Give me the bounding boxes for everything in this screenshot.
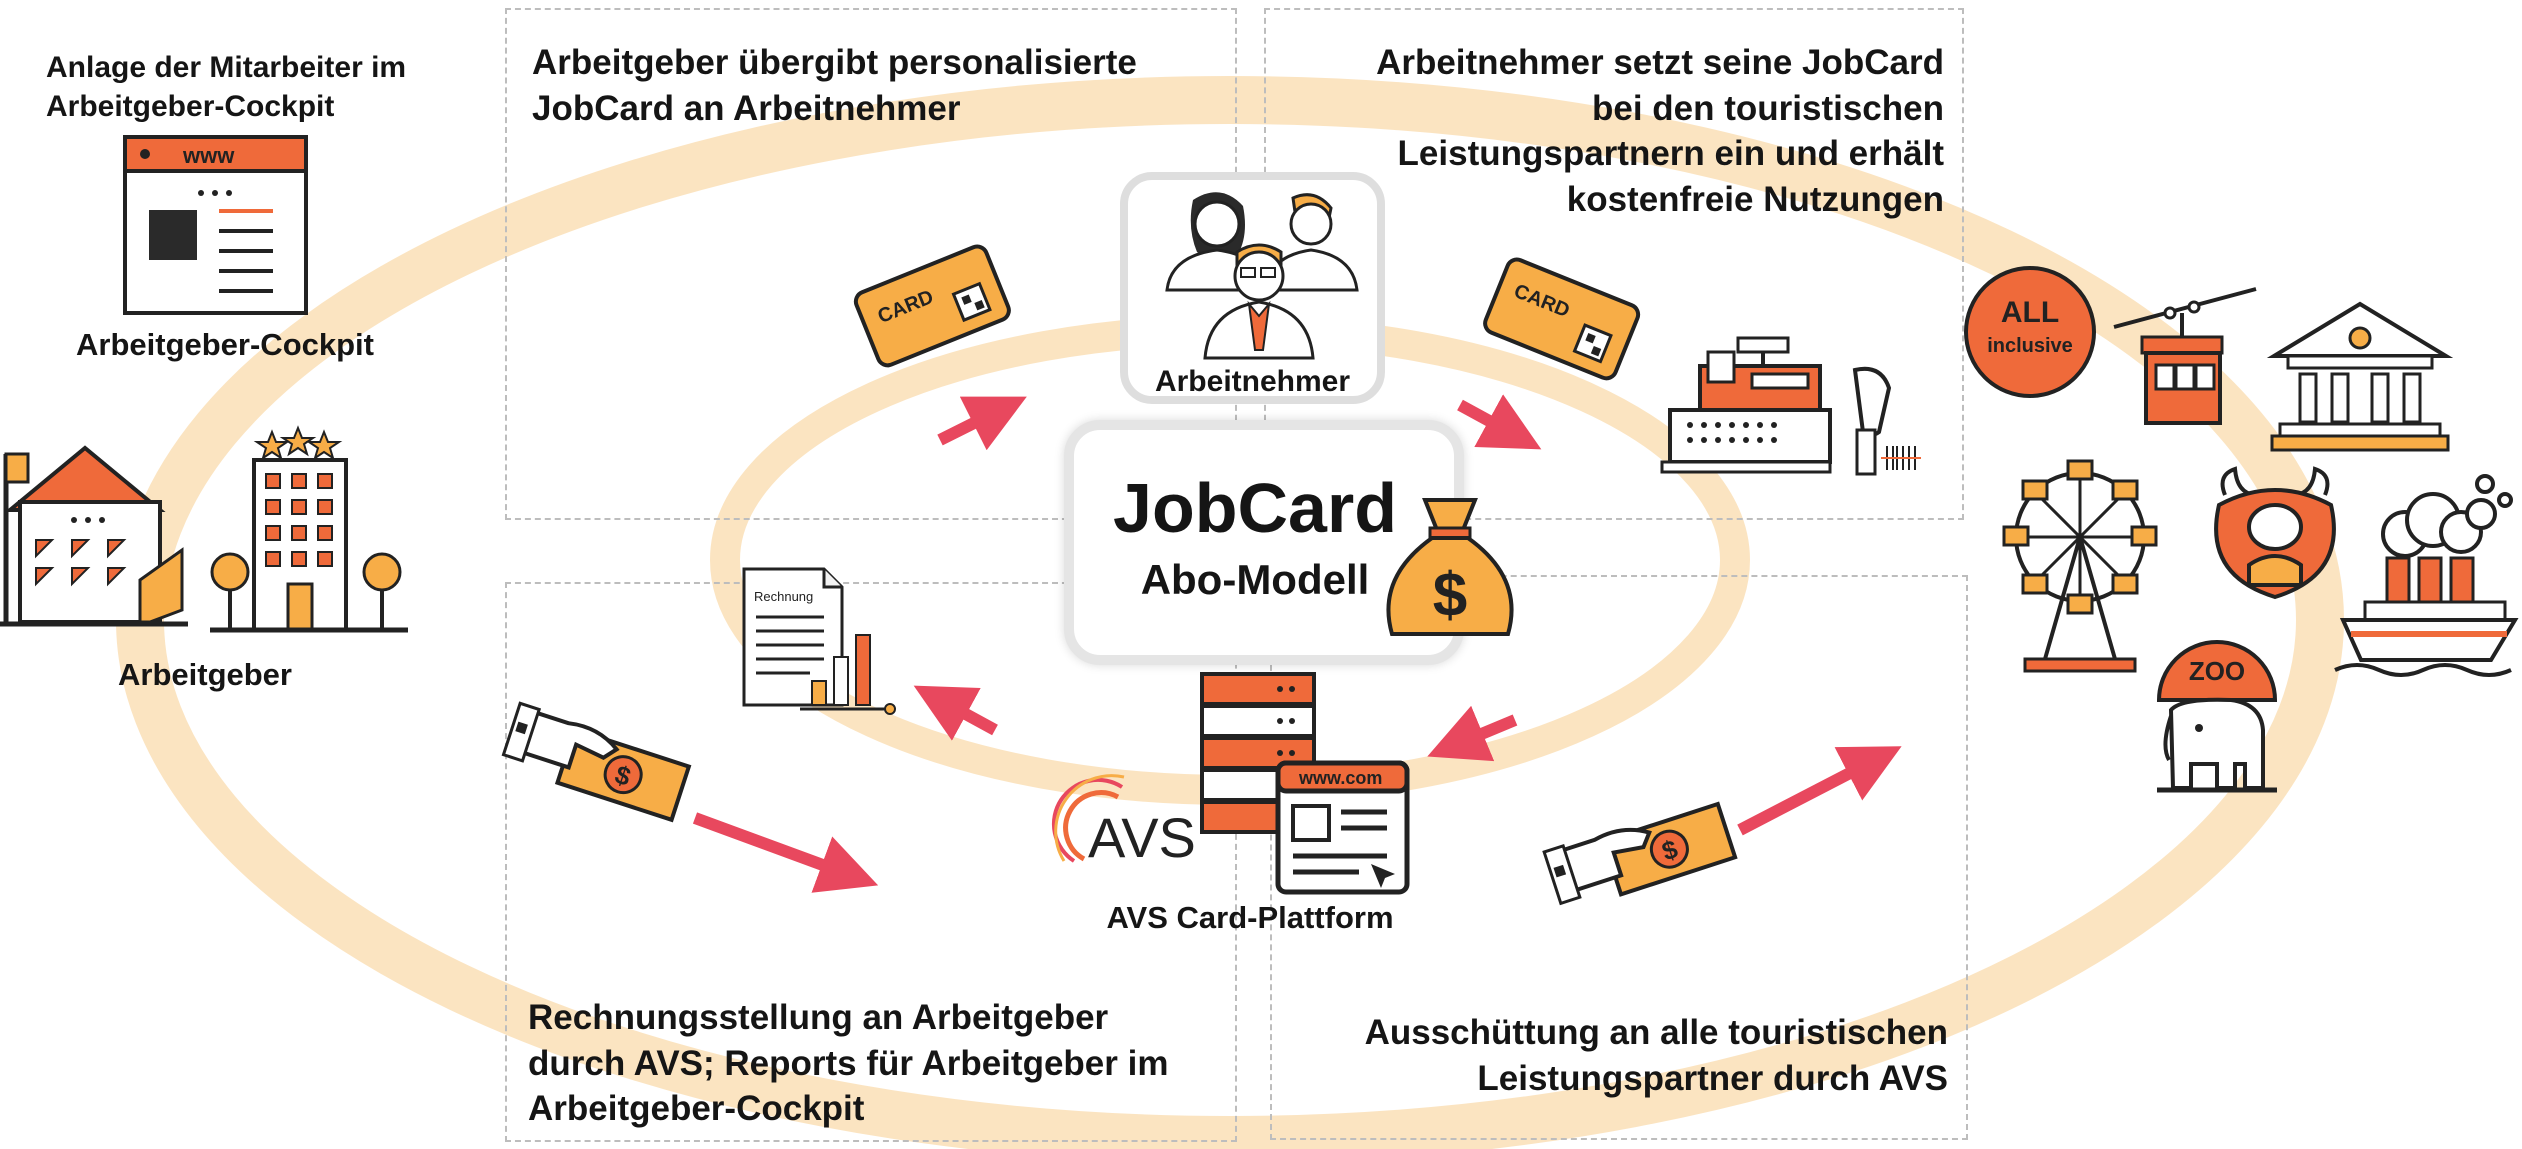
panel-bottom-left-text: Rechnungsstellung an Arbeitgeber durch A… [528, 998, 1169, 1128]
arrow-platform-to-invoice [913, 685, 998, 741]
museum-icon [2266, 301, 2454, 452]
barcode-scanner-icon [1852, 366, 1921, 476]
panel-bottom-left [505, 582, 1237, 1142]
svg-text:$: $ [1433, 561, 1467, 630]
cockpit-label: Arbeitgeber-Cockpit [76, 327, 374, 362]
avs-logo: AVS [1051, 774, 1196, 869]
svg-text:ZOO: ZOO [2189, 656, 2245, 686]
job-card-icon: CARD [1483, 257, 1641, 381]
employees-group-icon [1165, 192, 1359, 360]
panel-bottom-right-text: Ausschüttung an alle touristischen Leist… [1364, 1013, 1948, 1098]
panel-top-left-text: Arbeitgeber übergibt personalisierte Job… [532, 43, 1137, 128]
cash-hand-icon: $ [501, 701, 692, 823]
cockpit-heading: Anlage der Mitarbeiter im Arbeitgeber-Co… [46, 51, 407, 123]
panel-bottom-right [1270, 575, 1968, 1140]
platform-label: AVS Card-Plattform [1106, 900, 1394, 935]
svg-text:ALL: ALL [2001, 296, 2059, 329]
invoice-report-icon: Rechnung [742, 567, 896, 715]
cable-car-icon [2113, 287, 2257, 425]
zoo-elephant-icon: ZOO [2156, 640, 2278, 793]
hotel-icon [210, 425, 408, 633]
svg-text:inclusive: inclusive [1987, 335, 2073, 357]
ship-icon [2334, 474, 2519, 677]
jobcard-title: JobCard [1113, 469, 1397, 547]
theater-mask-icon [2214, 466, 2336, 600]
jobcard-subtitle: Abo-Modell [1140, 556, 1370, 603]
all-inclusive-badge-icon: ALL inclusive [1964, 266, 2096, 398]
panel-top-right-text: Arbeitnehmer setzt seine JobCard bei den… [1376, 43, 1944, 219]
employee-label: Arbeitnehmer [1154, 365, 1351, 398]
svg-text:AVS: AVS [1088, 806, 1196, 869]
arrow-employer-to-employee [937, 396, 1027, 451]
money-bag-icon: $ [1386, 498, 1514, 636]
arrow-partner-to-platform [1427, 705, 1518, 762]
office-building-icon [0, 445, 188, 627]
arrow-cash-to-platform [692, 812, 879, 893]
arrow-payout-to-partners [1737, 746, 1902, 836]
browser-window-icon: www [123, 135, 308, 315]
employer-label: Arbeitgeber [118, 657, 292, 692]
svg-text:www.com: www.com [1298, 768, 1382, 788]
cash-register-icon [1660, 336, 1832, 474]
web-page-icon: www.com [1275, 760, 1410, 895]
ferris-wheel-icon [2002, 459, 2158, 673]
cash-hand-icon: $ [1542, 801, 1738, 906]
arrow-employee-to-partner [1457, 394, 1542, 450]
cockpit-browser-text: www [182, 143, 235, 168]
svg-text:Rechnung: Rechnung [754, 589, 813, 604]
job-card-icon: CARD [853, 244, 1011, 368]
